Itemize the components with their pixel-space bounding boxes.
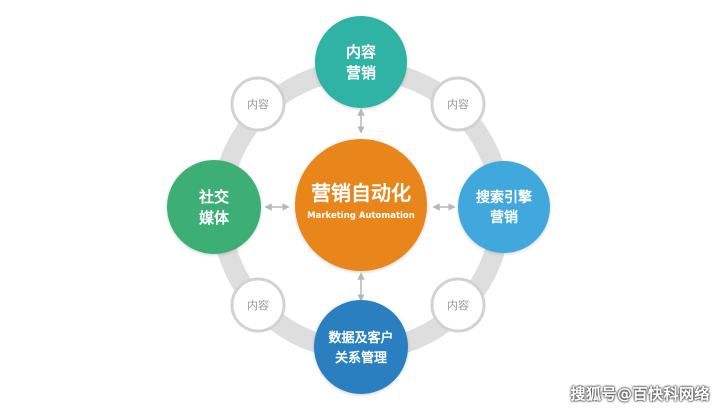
node-content-marketing: 内容 营销 xyxy=(315,16,407,108)
svg-text:营销: 营销 xyxy=(346,64,376,82)
svg-text:内容: 内容 xyxy=(247,298,269,312)
center-subtitle: Marketing Automation xyxy=(307,211,415,221)
svg-text:内容: 内容 xyxy=(447,97,469,111)
svg-text:内容: 内容 xyxy=(247,97,269,111)
watermark: 搜狐号@百快科网络 xyxy=(570,385,710,403)
svg-text:社交: 社交 xyxy=(198,188,229,206)
node-social-media: 社交 媒体 xyxy=(167,160,261,254)
connector-top-left: 内容 xyxy=(230,76,286,132)
center-node-marketing-automation: 营销自动化 Marketing Automation xyxy=(295,139,427,271)
svg-text:内容: 内容 xyxy=(346,43,376,61)
node-data-crm: 数据及客户 关系管理 xyxy=(314,300,408,394)
svg-text:关系管理: 关系管理 xyxy=(335,350,387,366)
svg-text:数据及客户: 数据及客户 xyxy=(328,330,393,346)
svg-text:内容: 内容 xyxy=(447,298,469,312)
node-search-engine-marketing: 搜索引擎 营销 xyxy=(458,161,550,253)
svg-text:营销: 营销 xyxy=(490,209,518,226)
connector-bottom-right: 内容 xyxy=(430,277,486,333)
center-title: 营销自动化 xyxy=(311,181,411,205)
connector-bottom-left: 内容 xyxy=(230,277,286,333)
connector-top-right: 内容 xyxy=(430,76,486,132)
svg-text:媒体: 媒体 xyxy=(199,209,230,227)
svg-text:搜索引擎: 搜索引擎 xyxy=(476,189,532,206)
